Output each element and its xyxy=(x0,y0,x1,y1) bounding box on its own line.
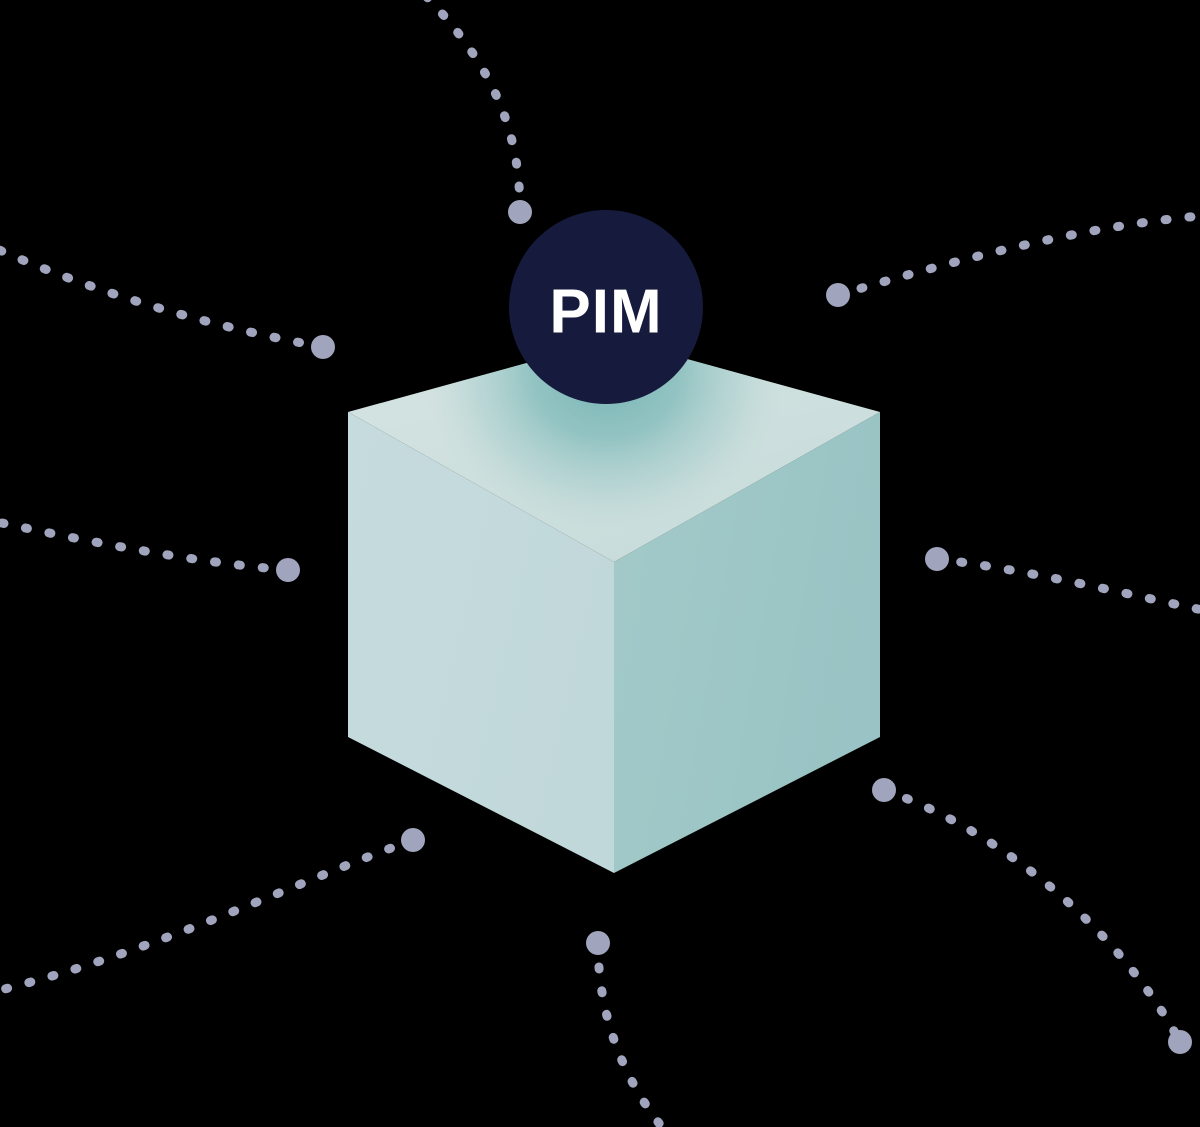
connector-lower-right-line xyxy=(879,785,1185,1047)
connector-lower-right-end-dot[interactable] xyxy=(1168,1030,1192,1054)
connector-upper-left-line xyxy=(0,245,328,352)
connector-top-dot[interactable] xyxy=(508,200,532,224)
connector-dots-group xyxy=(276,200,1192,1054)
connector-bottom-dot[interactable] xyxy=(586,931,610,955)
pim-node[interactable]: PIM xyxy=(509,210,703,404)
connector-lower-left-dot[interactable] xyxy=(401,828,425,852)
connector-middle-left-line xyxy=(0,517,293,575)
connector-bottom-line xyxy=(593,938,668,1127)
connector-upper-right-line xyxy=(833,211,1200,300)
connector-lower-left-line xyxy=(0,835,418,995)
isometric-cube xyxy=(348,339,880,873)
pim-node-label: PIM xyxy=(549,278,662,347)
cube-face-right xyxy=(614,412,880,873)
connector-upper-left-dot[interactable] xyxy=(311,335,335,359)
connector-middle-right-dot[interactable] xyxy=(925,547,949,571)
connector-top-line xyxy=(423,0,525,217)
connector-middle-left-dot[interactable] xyxy=(276,558,300,582)
connector-lower-right-dot[interactable] xyxy=(872,778,896,802)
connector-middle-right-line xyxy=(932,554,1200,615)
pim-node-circle[interactable] xyxy=(509,210,703,404)
cube-face-left xyxy=(348,412,614,873)
connector-upper-right-dot[interactable] xyxy=(826,283,850,307)
